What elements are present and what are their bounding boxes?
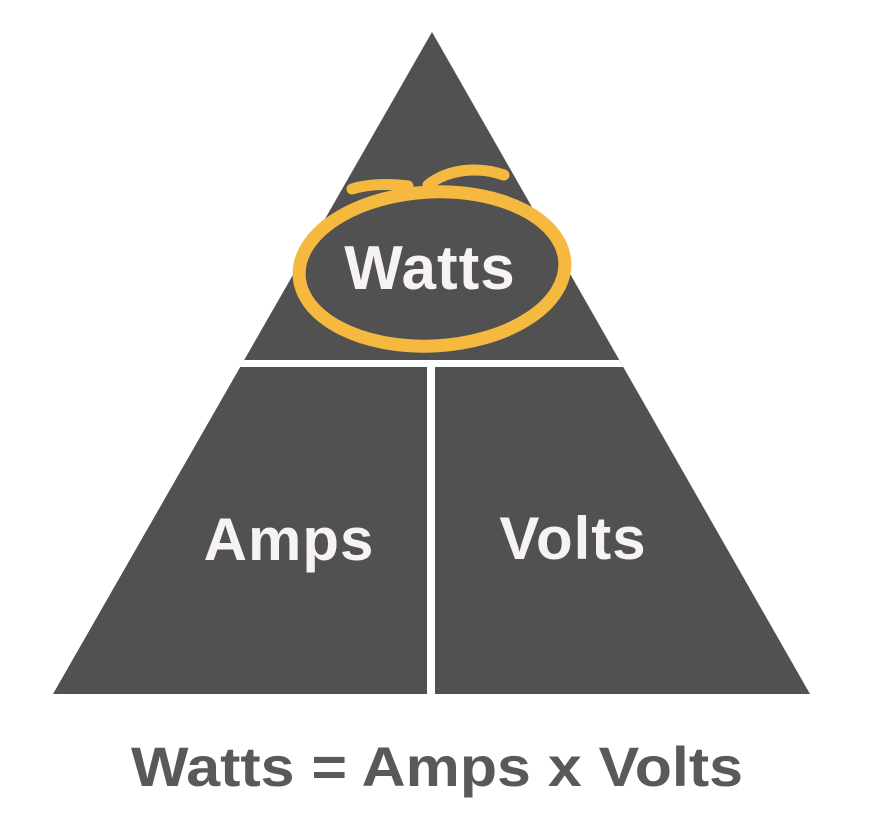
highlight-circle [292, 164, 572, 353]
formula-text: Watts = Amps x Volts [131, 735, 743, 798]
highlight-start-stroke [346, 178, 414, 195]
triangle-label-amps: Amps [204, 506, 375, 573]
highlight-ellipse [292, 185, 572, 353]
vertical-divider [427, 360, 435, 694]
triangle-label-watts: Watts [344, 234, 515, 303]
highlight-tail-stroke [422, 164, 510, 191]
triangle-label-volts: Volts [499, 505, 646, 572]
